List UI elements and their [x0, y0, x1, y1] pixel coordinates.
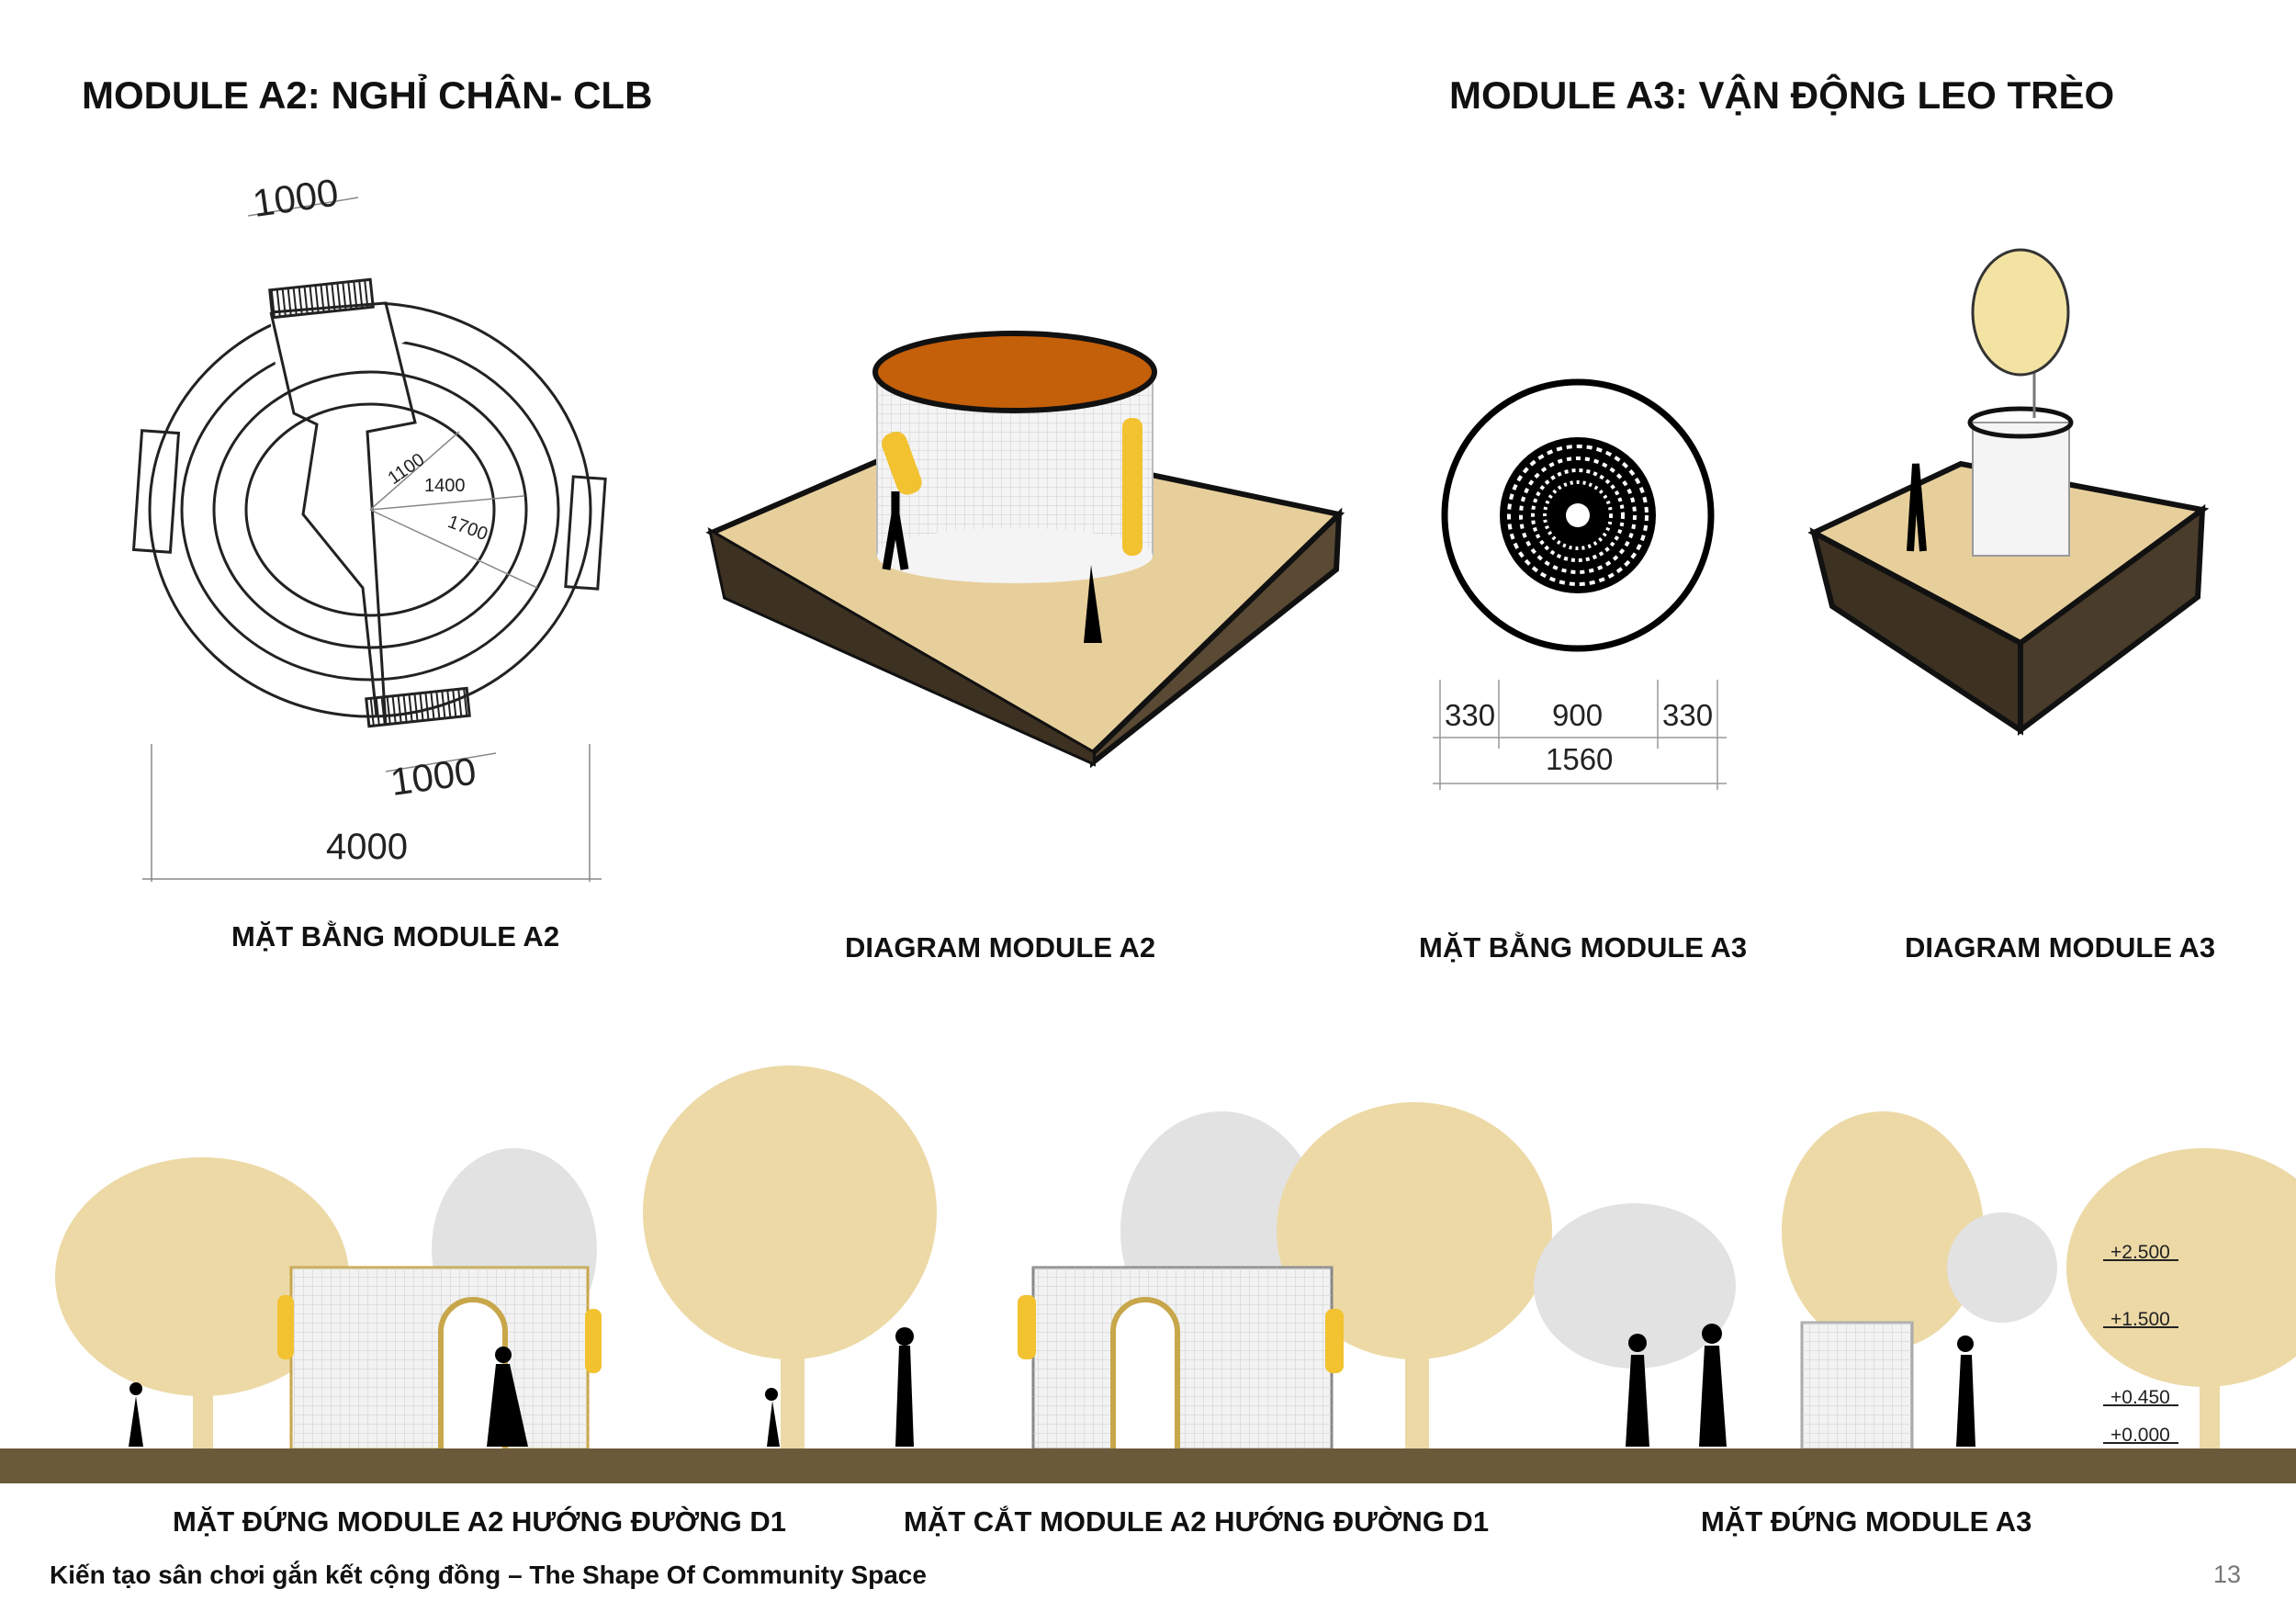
dim-330-right: 330 [1662, 698, 1713, 732]
elevation-a2 [277, 1266, 602, 1451]
dim-r1400: 1400 [424, 476, 466, 496]
level-markers: +2.500 +1.500 +0.450 +0.000 [2103, 1242, 2178, 1446]
plan-a3-drawing: 330 900 330 1560 [1433, 378, 1727, 790]
dim-top-1000: 1000 [250, 170, 341, 225]
plan-a3-caption: MẶT BẰNG MODULE A3 [1419, 931, 1748, 964]
level-2500: +2.500 [2110, 1242, 2170, 1263]
module-a3-title: MODULE A3: VẬN ĐỘNG LEO TRÈO [1449, 73, 2115, 117]
ground-strip [0, 1448, 2296, 1483]
dim-overall-4000: 4000 [326, 827, 408, 867]
plan-a2-caption: MẶT BẰNG MODULE A2 [231, 920, 560, 952]
section-a2 [1018, 1266, 1344, 1451]
diagram-a2-caption: DIAGRAM MODULE A2 [845, 931, 1156, 964]
level-0450: +0.450 [2110, 1387, 2170, 1408]
module-a2-title: MODULE A2: NGHỈ CHÂN- CLB [82, 73, 653, 117]
plan-a2-drawing: 1000 1000 4000 1100 1400 1700 [131, 170, 607, 882]
a3-elevation-caption: MẶT ĐỨNG MODULE A3 [1701, 1505, 2032, 1538]
page-number: 13 [2213, 1561, 2242, 1588]
dim-1560: 1560 [1546, 742, 1613, 776]
dim-330-left: 330 [1445, 698, 1495, 732]
diagram-a2-drawing [705, 331, 1345, 769]
elevation-a3 [1800, 1321, 1914, 1451]
level-1500: +1.500 [2110, 1309, 2170, 1330]
dim-r1700: 1700 [445, 512, 490, 545]
level-0000: +0.000 [2110, 1425, 2170, 1446]
dim-900: 900 [1552, 698, 1603, 732]
dim-r1100: 1100 [384, 449, 428, 489]
dim-bottom-1000: 1000 [388, 749, 478, 804]
diagram-a3-caption: DIAGRAM MODULE A3 [1905, 931, 2216, 964]
a2-section-caption: MẶT CẮT MODULE A2 HƯỚNG ĐƯỜNG D1 [904, 1505, 1490, 1538]
a2-elevation-caption: MẶT ĐỨNG MODULE A2 HƯỚNG ĐƯỜNG D1 [173, 1505, 786, 1538]
diagram-a3-drawing [1807, 248, 2210, 737]
people-silhouettes [129, 1324, 1975, 1447]
footer-text: Kiến tạo sân chơi gắn kết cộng đồng – Th… [50, 1561, 927, 1589]
